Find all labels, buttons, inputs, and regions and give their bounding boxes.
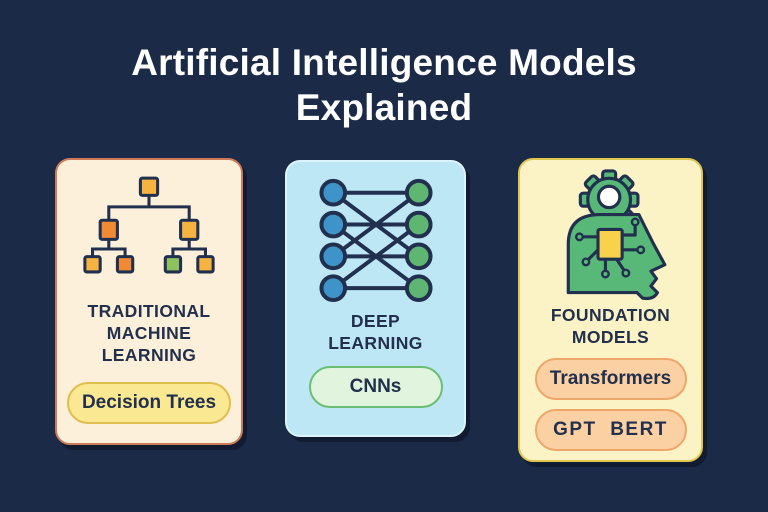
pill-transformers: Transformers [534, 358, 687, 400]
card-deep-learning: DEEP LEARNING CNNs [285, 160, 466, 437]
page-title: Artificial Intelligence Models Explained [0, 40, 768, 130]
card-traditional-machine-learning: TRADITIONAL MACHINE LEARNING Decision Tr… [55, 158, 243, 445]
card-heading-line: MACHINE [106, 323, 192, 343]
tree-branch-node-right [179, 218, 200, 241]
pill-cnns: CNNs [308, 366, 443, 408]
tree-branch-node-left [98, 218, 119, 241]
card-heading-line: DEEP [350, 311, 401, 331]
card-heading-line: FOUNDATION [550, 305, 671, 325]
card-heading: DEEP LEARNING [328, 310, 423, 354]
pill-label: Decision Trees [81, 392, 217, 413]
circuit-traces [581, 224, 639, 272]
card-heading: TRADITIONAL MACHINE LEARNING [88, 300, 211, 366]
pill-label: GPT BERT [553, 419, 668, 440]
head-gear-chip-icon [546, 168, 676, 302]
circuit-dots [574, 217, 645, 279]
pill-label: Transformers [549, 368, 672, 389]
card-heading-line: LEARNING [101, 345, 197, 365]
tree-leaf-node [196, 255, 215, 274]
pill-gpt-bert: GPT BERT [534, 409, 687, 451]
network-node-output [404, 274, 433, 302]
gear-hole [596, 184, 621, 210]
network-node-input [318, 242, 347, 271]
tree-leaf-node [115, 255, 135, 274]
decision-tree-icon [82, 176, 216, 276]
network-node-input [318, 274, 347, 302]
network-node-input [318, 210, 347, 239]
card-heading-line: MODELS [571, 327, 650, 347]
pill-decision-trees: Decision Trees [67, 382, 231, 424]
pill-label: CNNs [349, 376, 402, 397]
card-heading: FOUNDATION MODELS [551, 304, 670, 348]
neural-network-icon [316, 178, 436, 302]
tree-root-node [138, 176, 160, 197]
card-foundation-models: FOUNDATION MODELS Transformers GPT BERT [518, 158, 703, 462]
tree-leaf-node [83, 255, 102, 274]
network-node-output [404, 210, 433, 239]
card-heading-line: LEARNING [328, 333, 423, 353]
tree-leaf-node [163, 255, 183, 274]
card-heading-line: TRADITIONAL [87, 301, 211, 321]
chip [595, 227, 624, 261]
page-title-line2: Explained [295, 87, 473, 128]
network-node-output [404, 242, 433, 271]
network-node-output [404, 178, 433, 207]
network-node-input [318, 178, 347, 207]
page-title-line1: Artificial Intelligence Models [131, 42, 637, 83]
